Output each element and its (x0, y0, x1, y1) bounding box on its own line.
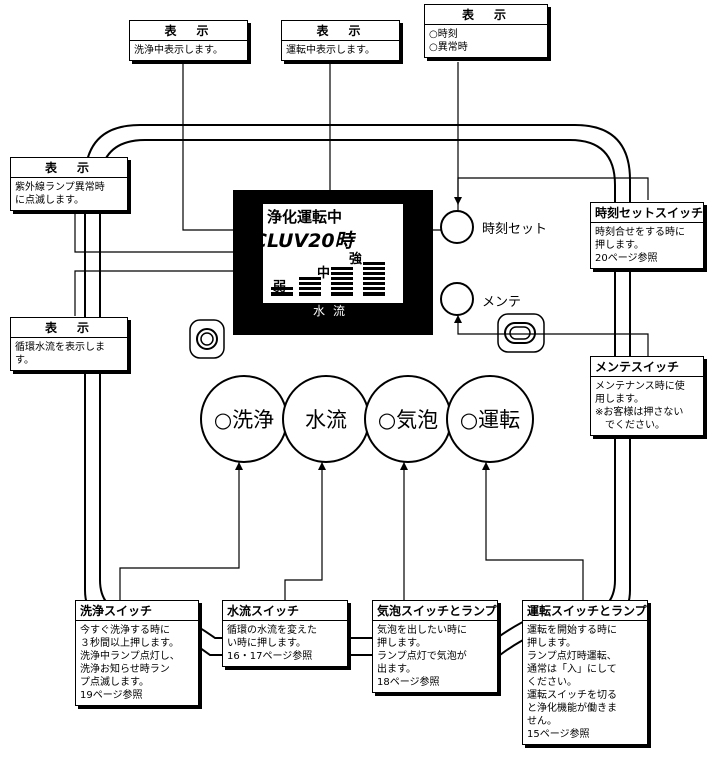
callout-body: 紫外線ランプ異常時 に点滅します。 (15, 182, 105, 206)
callout-body: 洗浄中表示します。 (134, 45, 223, 56)
water-flow-button[interactable]: 水流 (282, 375, 370, 463)
callout-flow-switch: 水流スイッチ 循環の水流を変えた い時に押します。 16・17ページ参照 (222, 600, 348, 667)
callout-display-flow: 表 示 循環水流を表示しま す。 (10, 317, 128, 371)
flow-level-bars (271, 262, 385, 296)
callout-header: 気泡スイッチとランプ (373, 601, 497, 621)
callout-body: 時刻合せをする時に 押します。 20ページ参照 (595, 227, 685, 264)
callout-header: 水流スイッチ (223, 601, 347, 621)
callout-body: 運転を開始する時に 押します。 ランプ点灯時運転、 通常は「入」にして ください… (527, 625, 617, 740)
callout-time-set-switch: 時刻セットスイッチ 時刻合せをする時に 押します。 20ページ参照 (590, 202, 704, 269)
lcd-display: 浄化運転中 CLUV20時 強 中 弱 水流 (233, 190, 433, 335)
lcd-water-flow-bar: 水流 (263, 303, 403, 319)
bubble-button[interactable]: ○気泡 (364, 375, 452, 463)
callout-header: 表 示 (282, 21, 399, 41)
callout-header: 表 示 (425, 5, 547, 25)
callout-body: 気泡を出したい時に 押します。 ランプ点灯で気泡が 出ます。 18ページ参照 (377, 625, 467, 688)
callout-body: 今すぐ洗浄する時に ３秒間以上押します。 洗浄中ランプ点灯し、 洗浄お知らせ時ラ… (80, 625, 180, 701)
callout-display-wash: 表 示 洗浄中表示します。 (129, 20, 248, 61)
lcd-status-text: 浄化運転中 (267, 208, 343, 226)
callout-display-uv: 表 示 紫外線ランプ異常時 に点滅します。 (10, 157, 128, 211)
time-set-button[interactable] (440, 210, 474, 244)
maintenance-button[interactable] (440, 282, 474, 316)
lcd-screen: 浄化運転中 CLUV20時 強 中 弱 水流 (253, 204, 403, 319)
callout-header: 表 示 (11, 318, 127, 338)
callout-header: 時刻セットスイッチ (591, 203, 703, 223)
callout-body: ○時刻 ○異常時 (429, 29, 468, 53)
callout-body: メンテナンス時に使 用します。 ※お客様は押さない でください。 (595, 381, 685, 431)
callout-header: メンテスイッチ (591, 357, 703, 377)
callout-body: 循環の水流を変えた い時に押します。 16・17ページ参照 (227, 625, 317, 662)
time-set-label: 時刻セット (482, 222, 548, 237)
lcd-clock-text: CLUV20時 (253, 230, 354, 252)
mount-hole-left (189, 319, 225, 359)
callout-display-run: 表 示 運転中表示します。 (281, 20, 400, 61)
callout-wash-switch: 洗浄スイッチ 今すぐ洗浄する時に ３秒間以上押します。 洗浄中ランプ点灯し、 洗… (75, 600, 199, 706)
callout-display-time: 表 示 ○時刻 ○異常時 (424, 4, 548, 58)
maintenance-label: メンテ (482, 295, 522, 310)
callout-bubble-switch: 気泡スイッチとランプ 気泡を出したい時に 押します。 ランプ点灯で気泡が 出ます… (372, 600, 498, 693)
mount-hole-right (497, 313, 545, 353)
callout-body: 運転中表示します。 (286, 45, 375, 56)
run-button[interactable]: ○運転 (446, 375, 534, 463)
callout-header: 表 示 (11, 158, 127, 178)
level-strong-label: 強 (349, 252, 363, 267)
callout-body: 循環水流を表示しま す。 (15, 342, 105, 366)
callout-header: 洗浄スイッチ (76, 601, 198, 621)
callout-maint-switch: メンテスイッチ メンテナンス時に使 用します。 ※お客様は押さない でください。 (590, 356, 704, 436)
wash-button[interactable]: ○洗浄 (200, 375, 288, 463)
callout-header: 運転スイッチとランプ (523, 601, 647, 621)
callout-header: 表 示 (130, 21, 247, 41)
callout-run-switch: 運転スイッチとランプ 運転を開始する時に 押します。 ランプ点灯時運転、 通常は… (522, 600, 648, 745)
